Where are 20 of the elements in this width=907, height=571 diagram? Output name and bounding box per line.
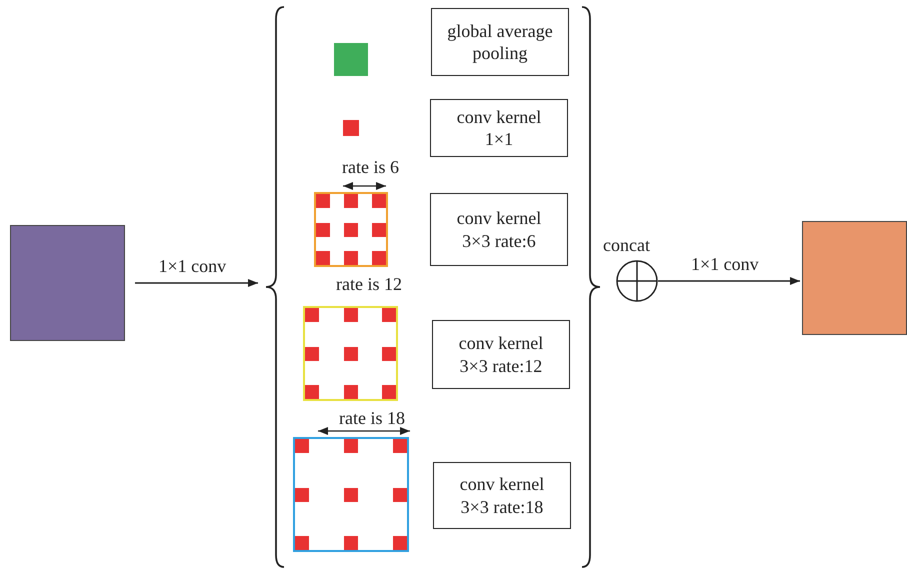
rate-label: rate is 6 [342,158,399,176]
dilated-kernel-drawing [314,192,388,267]
operation-box: global average pooling [431,8,569,76]
output-feature-map [802,221,907,335]
operation-box: conv kernel 3×3 rate:18 [433,462,571,529]
arrow [135,279,258,287]
dilated-kernel-drawing [293,437,409,552]
edge-label: 1×1 conv [158,257,226,275]
arrow [658,277,800,285]
operation-box: conv kernel 3×3 rate:12 [432,320,570,389]
rate-label: rate is 12 [336,275,402,293]
operation-box: conv kernel 3×3 rate:6 [430,193,568,266]
input-feature-map [10,225,125,341]
dilated-kernel-drawing [303,306,398,401]
operation-box: conv kernel 1×1 [430,99,568,157]
rate-label: rate is 18 [339,409,405,427]
filled-square [334,43,368,76]
node-label: concat [603,236,650,254]
edge-label: 1×1 conv [691,255,759,273]
filled-square [343,120,359,136]
